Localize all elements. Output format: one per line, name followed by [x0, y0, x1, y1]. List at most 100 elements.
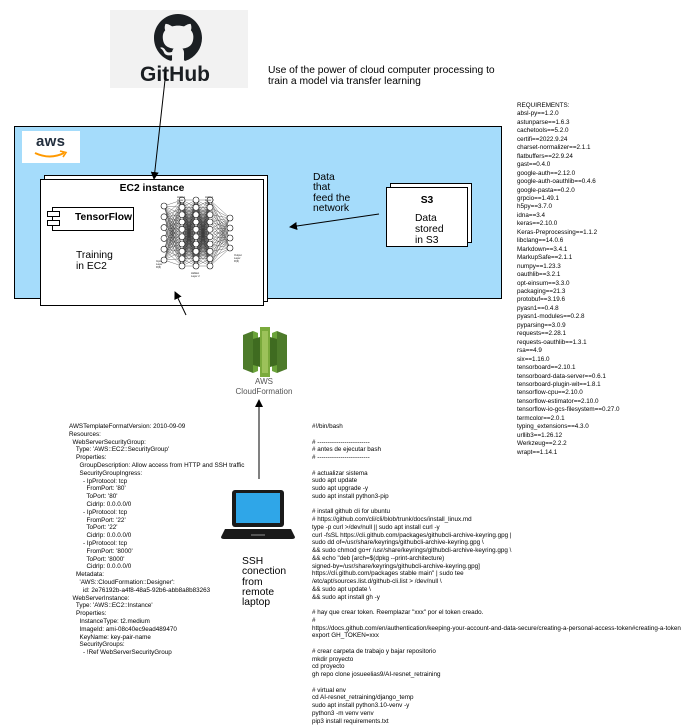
requirement-line: tensorflow-cpu==2.10.0: [517, 389, 620, 397]
template-line: SecurityGroupIngress:: [69, 470, 244, 478]
bash-line: #!/bin/bash: [312, 423, 681, 431]
requirement-line: tensorboard-plugin-wit==1.8.1: [517, 381, 620, 389]
requirement-line: google-pasta==0.2.0: [517, 187, 620, 195]
cloudformation-to-ec2-arrow: [175, 292, 186, 315]
template-line: Properties:: [69, 610, 244, 618]
requirement-line: idna==3.4: [517, 212, 620, 220]
github-to-ec2-arrow: [154, 71, 166, 179]
requirement-line: tensorboard-data-server==0.6.1: [517, 373, 620, 381]
bash-line: [312, 640, 681, 648]
bash-line: # -------------------------: [312, 439, 681, 447]
requirement-line: tensorboard==2.10.1: [517, 364, 620, 372]
requirement-line: flatbuffers==22.9.24: [517, 153, 620, 161]
requirement-line: MarkupSafe==2.1.1: [517, 254, 620, 262]
bash-script-code: #!/bin/bash # -------------------------#…: [312, 423, 681, 725]
bash-line: sudo apt install python3-pip: [312, 493, 681, 501]
bash-line: && sudo apt install gh -y: [312, 594, 681, 602]
template-line: - !Ref WebServerSecurityGroup: [69, 649, 244, 657]
bash-line: [312, 431, 681, 439]
template-line: ImageId: ami-08c40ec9ead489470: [69, 626, 244, 634]
requirement-line: Keras-Preprocessing==1.1.2: [517, 229, 620, 237]
requirement-line: cachetools==5.2.0: [517, 127, 620, 135]
bash-line: sudo dd of=/usr/share/keyrings/githubcli…: [312, 539, 681, 547]
requirement-line: pyasn1==0.4.8: [517, 305, 620, 313]
template-line: ToPort: '80': [69, 493, 244, 501]
template-line: InstanceType: t2.medium: [69, 618, 244, 626]
requirement-line: tensorflow-estimator==2.10.0: [517, 398, 620, 406]
bash-line: signed-by=/usr/share/keyrings/githubcli-…: [312, 563, 681, 571]
requirement-line: oauthlib==3.2.1: [517, 271, 620, 279]
template-line: - IpProtocol: tcp: [69, 509, 244, 517]
bash-line: [312, 462, 681, 470]
template-line: SecurityGroups:: [69, 641, 244, 649]
ssh-line-5: laptop: [242, 598, 286, 608]
bash-line: && echo "deb [arch=$(dpkg --print-archit…: [312, 555, 681, 563]
bash-line: # hay que crear token. Reemplazar "xxx" …: [312, 609, 681, 617]
template-line: FromPort: '80': [69, 485, 244, 493]
requirement-line: keras==2.10.0: [517, 220, 620, 228]
bash-line: pip3 install requirements.txt: [312, 718, 681, 725]
template-line: WebServerInstance:: [69, 595, 244, 603]
bash-line: [312, 601, 681, 609]
requirement-line: protobuf==3.19.6: [517, 296, 620, 304]
template-line: GroupDescription: Allow access from HTTP…: [69, 462, 244, 470]
bash-line: mkdir proyecto: [312, 656, 681, 664]
requirement-line: REQUIREMENTS:: [517, 102, 620, 110]
template-line: 'AWS::CloudFormation::Designer':: [69, 579, 244, 587]
bash-line: # actualizar sistema: [312, 470, 681, 478]
bash-line: # install github cli for ubuntu: [312, 508, 681, 516]
bash-line: # https://github.com/cli/cli/blob/trunk/…: [312, 516, 681, 524]
requirement-line: google-auth==2.12.0: [517, 170, 620, 178]
template-line: CidrIp: 0.0.0.0/0: [69, 563, 244, 571]
s3-to-ec2-arrow: [290, 214, 379, 227]
template-line: ToPort: '22': [69, 524, 244, 532]
requirement-line: six==1.16.0: [517, 356, 620, 364]
requirement-line: grpcio==1.49.1: [517, 195, 620, 203]
template-line: CidrIp: 0.0.0.0/0: [69, 501, 244, 509]
bash-line: /etc/apt/sources.list.d/github-cli.list …: [312, 578, 681, 586]
requirement-line: termcolor==2.0.1: [517, 415, 620, 423]
requirement-line: gast==0.4.0: [517, 161, 620, 169]
requirement-line: numpy==1.23.3: [517, 263, 620, 271]
bash-line: gh repo clone josueelias9/AI-resnet_retr…: [312, 671, 681, 679]
bash-line: cd proyecto: [312, 663, 681, 671]
bash-line: https://cli.github.com/packages stable m…: [312, 570, 681, 578]
requirement-line: h5py==3.7.0: [517, 203, 620, 211]
requirement-line: astunparse==1.6.3: [517, 119, 620, 127]
template-line: Type: 'AWS::EC2::SecurityGroup': [69, 446, 244, 454]
requirement-line: absl-py==1.2.0: [517, 110, 620, 118]
bash-line: #: [312, 617, 681, 625]
bash-line: # -------------------------: [312, 454, 681, 462]
bash-line: && sudo apt update \: [312, 586, 681, 594]
requirement-line: certifi==2022.9.24: [517, 136, 620, 144]
template-line: id: 2e76192b-a4f8-48a5-92b6-abb8a8b83263: [69, 587, 244, 595]
template-line: KeyName: key-pair-name: [69, 634, 244, 642]
template-line: AWSTemplateFormatVersion: 2010-09-09: [69, 423, 244, 431]
bash-line: type -p curl >/dev/null || sudo apt inst…: [312, 524, 681, 532]
template-line: - IpProtocol: tcp: [69, 478, 244, 486]
bash-line: # antes de ejecutar bash: [312, 446, 681, 454]
bash-line: curl -fsSL https://cli.github.com/packag…: [312, 532, 681, 540]
template-line: - IpProtocol: tcp: [69, 540, 244, 548]
bash-line: [312, 501, 681, 509]
bash-line: [312, 679, 681, 687]
bash-line: export GH_TOKEN=xxx: [312, 632, 681, 640]
bash-line: https://docs.github.com/en/authenticatio…: [312, 625, 681, 633]
bash-line: sudo apt update: [312, 477, 681, 485]
template-line: FromPort: '8000': [69, 548, 244, 556]
requirement-line: packaging==21.3: [517, 288, 620, 296]
requirement-line: google-auth-oauthlib==0.4.6: [517, 178, 620, 186]
requirement-line: rsa==4.9: [517, 347, 620, 355]
bash-line: sudo apt upgrade -y: [312, 485, 681, 493]
template-line: ToPort: '8000': [69, 556, 244, 564]
requirement-line: pyasn1-modules==0.2.8: [517, 313, 620, 321]
requirement-line: tensorflow-io-gcs-filesystem==0.27.0: [517, 406, 620, 414]
requirement-line: opt-einsum==3.3.0: [517, 280, 620, 288]
bash-line: # crear carpeta de trabajo y bajar repos…: [312, 648, 681, 656]
requirement-line: requests-oauthlib==1.3.1: [517, 339, 620, 347]
requirement-line: requests==2.28.1: [517, 330, 620, 338]
template-line: WebServerSecurityGroup:: [69, 439, 244, 447]
requirement-line: charset-normalizer==2.1.1: [517, 144, 620, 152]
